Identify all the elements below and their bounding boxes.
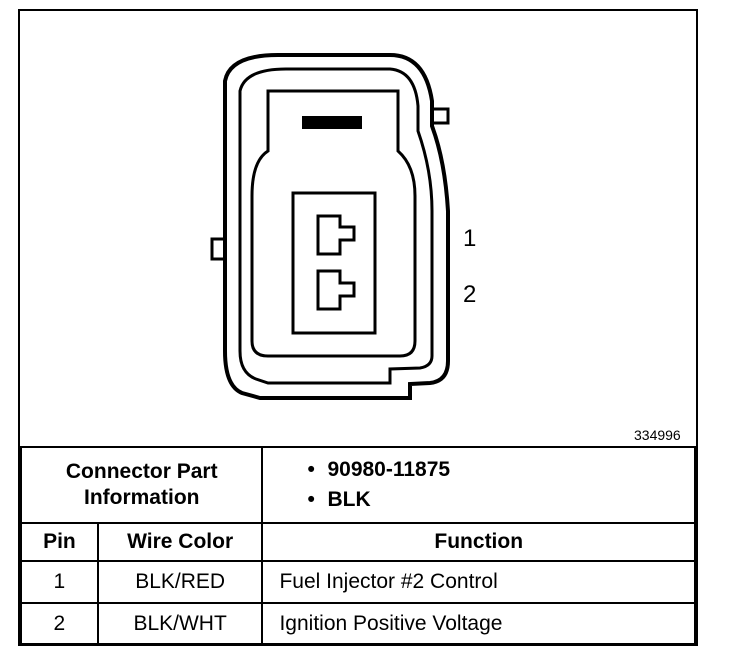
row-2-wire-color: BLK/WHT (96, 602, 264, 645)
part-number: 90980-11875 (327, 458, 451, 481)
figure-id: 334996 (634, 427, 681, 443)
pin-label-2: 2 (463, 281, 477, 308)
row-1-wire-color: BLK/RED (96, 560, 264, 604)
connector-info-list: • 90980-11875 • BLK (261, 446, 696, 524)
terminal-window (291, 191, 377, 335)
header-wire-color: Wire Color (96, 522, 264, 562)
connector-info-row: Connector Part Information • 90980-11875 … (19, 446, 696, 524)
connector-info-title-line2: Information (83, 486, 200, 509)
connector-drawing (210, 53, 450, 400)
bullet-icon: • (307, 488, 315, 511)
row-2-pin: 2 (20, 602, 99, 645)
connector-diagram: 1 2 334996 (20, 11, 696, 446)
connector-info-title-line1: Connector Part (65, 460, 218, 483)
header-pin: Pin (20, 522, 99, 562)
row-1-pin: 1 (20, 560, 99, 604)
connector-table: Connector Part Information • 90980-11875 … (19, 446, 696, 645)
terminal-1 (316, 214, 356, 256)
connector-frame: 1 2 334996 Connector Part Information • 9… (18, 9, 698, 646)
terminal-cavity-block (250, 89, 417, 358)
left-latch-tab (210, 237, 225, 261)
table-header-row: Pin Wire Color Function (20, 522, 696, 562)
table-row: 1 BLK/RED Fuel Injector #2 Control (20, 560, 696, 604)
row-1-function: Fuel Injector #2 Control (261, 560, 696, 604)
connector-info-item: • 90980-11875 (307, 455, 694, 485)
terminal-2 (316, 269, 356, 311)
connector-housing-inner (238, 67, 434, 385)
connector-color: BLK (327, 488, 371, 511)
table-row: 2 BLK/WHT Ignition Positive Voltage (20, 602, 696, 645)
header-function: Function (261, 522, 696, 562)
polarization-key (302, 116, 362, 129)
connector-housing-outer (223, 53, 450, 400)
connector-info-item: • BLK (307, 485, 694, 515)
pin-label-1: 1 (463, 225, 477, 252)
row-2-function: Ignition Positive Voltage (261, 602, 696, 645)
right-latch-tab (430, 107, 450, 125)
bullet-icon: • (307, 458, 315, 481)
connector-info-title: Connector Part Information (19, 446, 264, 524)
